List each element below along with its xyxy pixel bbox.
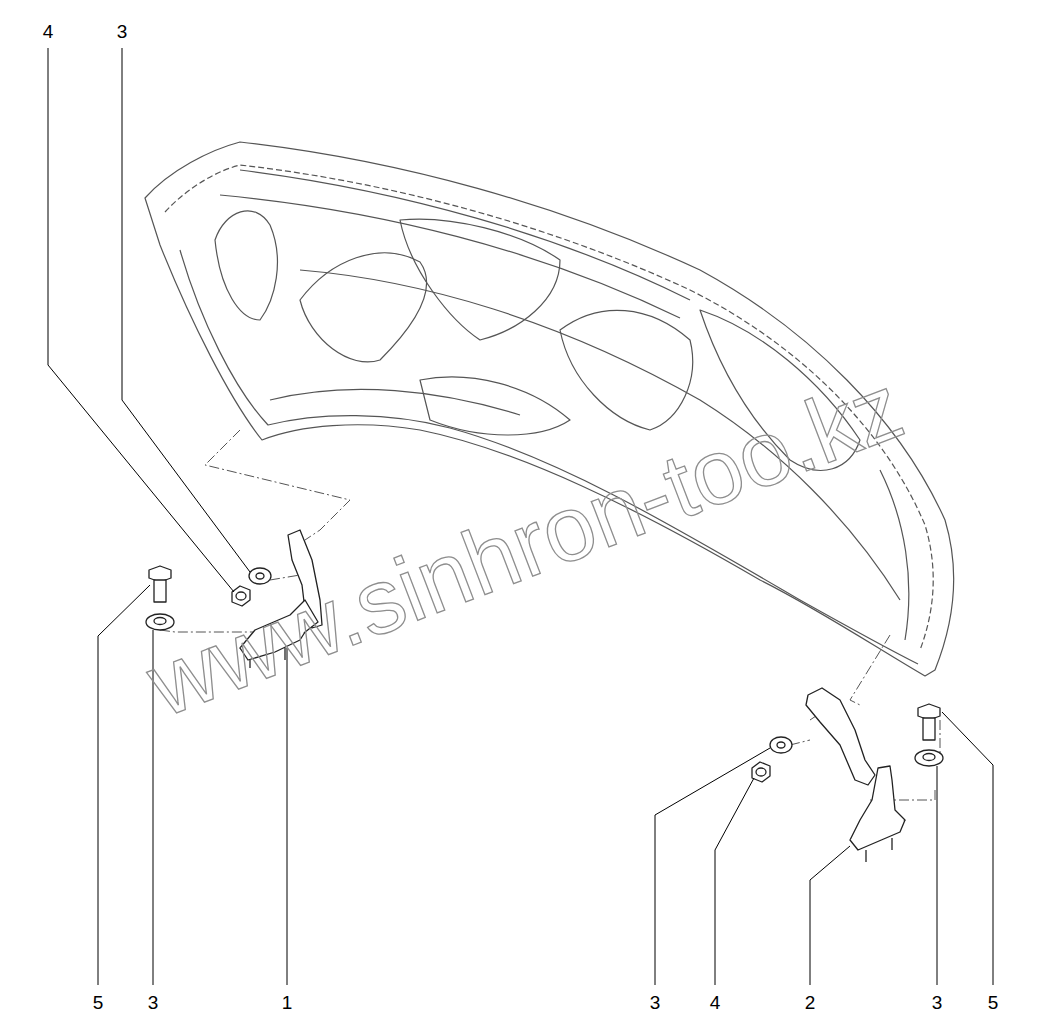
callout-number: 3 xyxy=(117,22,128,41)
callout-number: 1 xyxy=(282,993,293,1012)
callout-number: 3 xyxy=(932,993,943,1012)
callout-number: 5 xyxy=(93,993,104,1012)
watermark: www.sinhron-too.kz xyxy=(136,359,914,731)
callout-number: 3 xyxy=(650,993,661,1012)
callout-number: 5 xyxy=(988,993,999,1012)
callout-number: 3 xyxy=(148,993,159,1012)
callout-number: 2 xyxy=(805,993,816,1012)
callout-number: 4 xyxy=(43,22,54,41)
callout-number: 4 xyxy=(710,993,721,1012)
